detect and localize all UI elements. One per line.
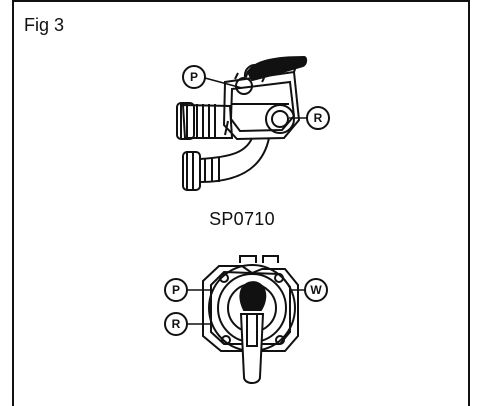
callout-r-bottom: R (164, 312, 210, 336)
callout-r-top-label: R (314, 111, 323, 125)
callout-p-bottom-label: P (172, 283, 180, 297)
callout-r-bottom-label: R (172, 317, 181, 331)
figure-frame (12, 0, 470, 406)
figure-label: Fig 3 (24, 15, 65, 35)
callout-p-top-label: P (190, 70, 198, 84)
side-view-valve (176, 55, 308, 191)
callout-r-top: R (289, 106, 330, 130)
callout-p-top: P (182, 65, 243, 89)
top-view-valve (202, 255, 299, 384)
callout-p-bottom: P (164, 278, 210, 302)
callout-w-bottom-label: W (310, 283, 322, 297)
model-label: SP0710 (209, 209, 275, 229)
callout-w-bottom: W (289, 278, 328, 302)
